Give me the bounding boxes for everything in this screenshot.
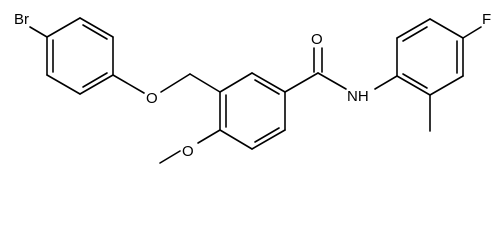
double-bond — [254, 127, 280, 143]
bond — [251, 129, 286, 150]
double-bond — [254, 79, 280, 95]
atom-label-carbonyl-o: O — [311, 31, 323, 48]
bromophenyl-ring — [46, 17, 114, 95]
double-bond — [402, 26, 428, 42]
bond-o-ch2 — [160, 73, 191, 93]
bond-o-ch3 — [159, 150, 181, 164]
atom-label-methoxy-o: O — [182, 143, 194, 160]
atom-label-ether-o: O — [146, 90, 158, 107]
bond-n-aryl — [374, 75, 398, 90]
bond-ring-carbonyl — [284, 72, 319, 93]
atom-label-amide-nh: NH — [347, 88, 369, 105]
atom-label-fluorine: F — [482, 11, 491, 28]
chemical-structure: Br O O O NH F — [14, 11, 491, 164]
bond — [219, 72, 253, 93]
bond-ch2-ring — [189, 73, 221, 93]
bond — [46, 17, 81, 38]
bond — [251, 72, 286, 93]
bond — [429, 18, 464, 39]
fluoromethylphenyl-ring — [396, 18, 464, 96]
double-bond — [402, 73, 428, 89]
bond — [79, 74, 114, 95]
double-bond — [82, 24, 108, 40]
bond — [219, 129, 253, 150]
bond-c-n — [317, 72, 347, 90]
bond — [79, 17, 114, 38]
bond-c-f — [462, 26, 482, 39]
double-bond — [82, 72, 108, 88]
bond — [429, 75, 464, 96]
central-ring — [219, 72, 286, 150]
atom-label-br: Br — [14, 11, 29, 28]
bond — [46, 74, 81, 95]
bond-c-o — [112, 74, 145, 94]
bond-c-br — [29, 26, 48, 38]
bond-c-ome — [197, 129, 221, 144]
bond — [396, 75, 431, 96]
bond — [396, 18, 431, 39]
